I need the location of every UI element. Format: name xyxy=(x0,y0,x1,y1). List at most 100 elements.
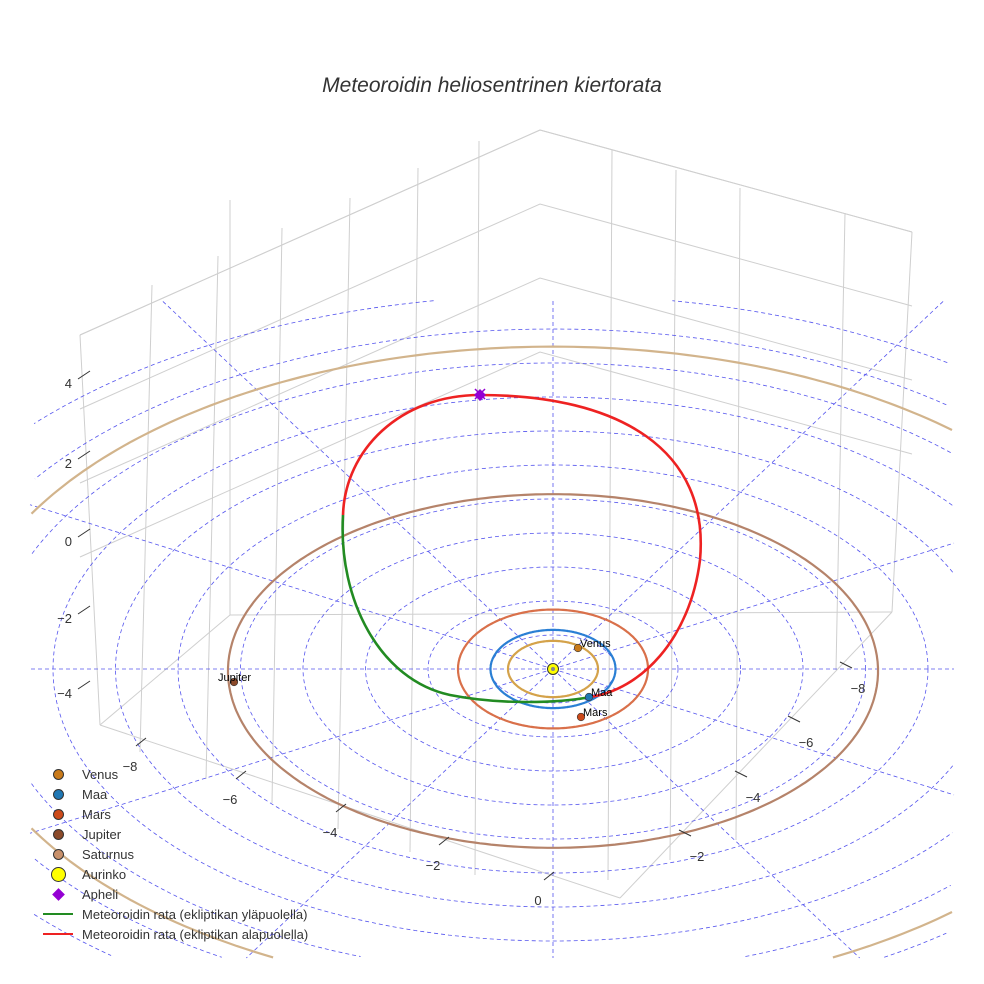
grid-radial xyxy=(552,668,860,959)
grid-radial xyxy=(29,504,554,670)
y-tick-label: −4 xyxy=(746,790,761,805)
y-tick-mark xyxy=(734,770,748,778)
z-tick-mark xyxy=(77,680,91,690)
legend-item-apheli[interactable]: Apheli xyxy=(38,884,308,904)
grid-ring xyxy=(115,430,954,908)
meteoroid-orbit-above xyxy=(341,514,591,704)
gridline xyxy=(669,169,677,861)
z-tick-mark xyxy=(77,370,91,380)
line-swatch-icon xyxy=(38,913,78,915)
orbit-maa xyxy=(489,628,617,710)
orbit-mars xyxy=(456,608,650,730)
box-edge xyxy=(229,611,893,616)
gridline xyxy=(607,149,613,881)
z-tick-mark xyxy=(77,528,91,538)
aphelion-cross-marker xyxy=(474,388,486,400)
y-tick-label: −6 xyxy=(799,735,814,750)
circle-marker-icon xyxy=(38,788,78,800)
grid-radial xyxy=(552,668,955,796)
legend-item-meteoroidin-7[interactable]: Meteoroidin rata (ekliptikan yläpuolella… xyxy=(38,904,308,924)
z-tick-label: −2 xyxy=(57,611,72,626)
legend-label: Saturnus xyxy=(82,846,135,862)
legend-label: Aurinko xyxy=(82,866,127,882)
meteoroid-orbit-below xyxy=(341,393,703,699)
circle-marker-icon xyxy=(38,848,78,860)
y-tick-mark xyxy=(678,829,692,837)
x-tick-label: −6 xyxy=(223,792,238,807)
line-swatch-icon xyxy=(38,933,78,935)
legend-label: Jupiter xyxy=(82,826,122,842)
circle-marker-icon xyxy=(38,808,78,820)
gridline xyxy=(474,140,480,876)
y-tick-label: −8 xyxy=(851,681,866,696)
legend-item-jupiter[interactable]: Jupiter xyxy=(38,824,308,844)
z-tick-mark xyxy=(77,450,91,460)
grid-ring xyxy=(31,362,951,957)
z-tick-mark xyxy=(77,605,91,615)
circle-marker-icon xyxy=(38,866,78,882)
grid-ring xyxy=(34,328,947,958)
x-tick-label: −4 xyxy=(323,825,338,840)
grid-radial xyxy=(246,668,554,959)
box-edge xyxy=(79,334,101,726)
gridline xyxy=(205,255,219,780)
ecliptic-plane xyxy=(29,299,955,959)
x-tick-mark xyxy=(438,836,450,846)
box-edge xyxy=(619,611,893,899)
planet-label-maa: Maa xyxy=(591,687,613,699)
grid-radial xyxy=(552,299,945,670)
legend-item-maa[interactable]: Maa xyxy=(38,784,308,804)
planet-jupiter xyxy=(229,677,239,687)
z-gridline xyxy=(79,203,913,410)
planet-maa xyxy=(584,692,594,702)
x-tick-mark xyxy=(543,871,555,881)
gridline xyxy=(735,187,741,841)
axis-box-grid xyxy=(79,129,913,899)
legend-label: Mars xyxy=(82,806,111,822)
sun-center xyxy=(551,667,555,671)
z-tick-label: −4 xyxy=(57,686,72,701)
z-tick-label: 0 xyxy=(65,534,72,549)
planet-venus xyxy=(573,643,583,653)
z-gridline xyxy=(79,351,913,558)
box-edge xyxy=(891,231,913,613)
box-edge xyxy=(99,614,231,726)
x-tick-label: −2 xyxy=(426,858,441,873)
x-tick-label: 0 xyxy=(534,893,541,908)
legend-label: Maa xyxy=(82,786,108,802)
legend-item-meteoroidin-8[interactable]: Meteoroidin rata (ekliptikan alapuolella… xyxy=(38,924,308,944)
grid-radial xyxy=(29,668,554,834)
legend-item-aurinko[interactable]: Aurinko xyxy=(38,864,308,884)
circle-marker-icon xyxy=(38,768,78,780)
legend-item-mars[interactable]: Mars xyxy=(38,804,308,824)
box-edge xyxy=(99,724,621,899)
y-tick-mark xyxy=(839,661,853,669)
z-tick-label: 4 xyxy=(65,376,72,391)
legend-label: Venus xyxy=(82,766,119,782)
chart-title: Meteoroidin heliosentrinen kiertorata xyxy=(322,74,662,97)
grid-radial xyxy=(161,299,554,670)
y-tick-mark xyxy=(787,715,801,723)
x-tick-label: −8 xyxy=(123,759,138,774)
grid-ring xyxy=(33,300,948,956)
planet-label-venus: Venus xyxy=(580,638,611,650)
legend-label: Apheli xyxy=(82,886,119,902)
x-tick-mark xyxy=(235,770,247,780)
orbit-jupiter xyxy=(226,493,880,849)
planet-mars xyxy=(576,712,586,722)
planet-label-jupiter: Jupiter xyxy=(218,672,251,684)
gridline xyxy=(835,212,846,671)
z-gridline xyxy=(79,277,913,484)
circle-marker-icon xyxy=(38,828,78,840)
legend-item-saturnus[interactable]: Saturnus xyxy=(38,844,308,864)
z-gridline xyxy=(79,129,913,336)
legend-item-venus[interactable]: Venus xyxy=(38,764,308,784)
gridline xyxy=(271,227,283,804)
diamond-marker-icon xyxy=(38,887,78,901)
planet-label-mars: Mars xyxy=(583,707,608,719)
orbit-venus xyxy=(506,639,600,699)
x-tick-mark xyxy=(335,803,347,813)
y-tick-label: −2 xyxy=(690,849,705,864)
